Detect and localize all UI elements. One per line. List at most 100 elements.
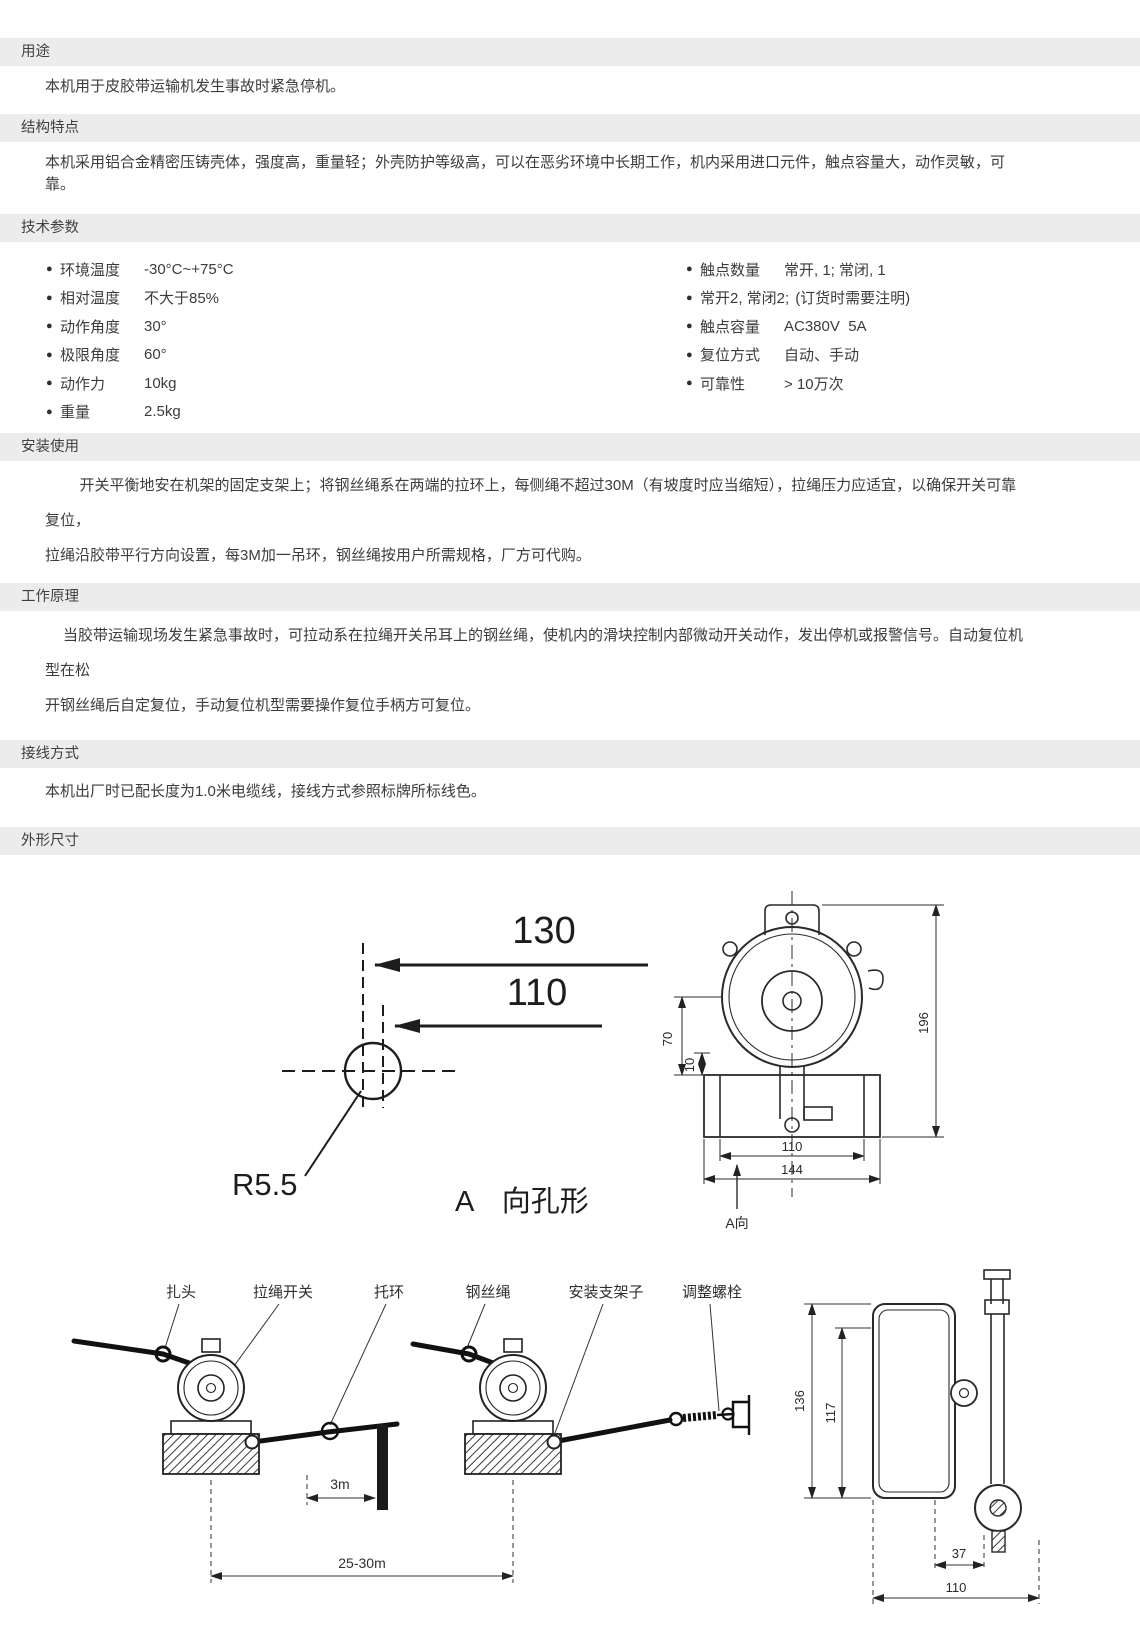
dim-110-front: 110 — [782, 1139, 803, 1154]
bullet-icon: ● — [46, 320, 53, 333]
principle-line-2: 开钢丝绳后自定复位，手动复位机型需要操作复位手柄方可复位。 — [45, 697, 481, 714]
bullet-icon: ● — [46, 377, 53, 390]
front-geometry — [703, 891, 884, 1197]
param-value: -30°C~+75°C — [144, 260, 234, 278]
label-support-ring: 托环 — [374, 1284, 404, 1301]
bullet-icon: ● — [686, 263, 693, 276]
param-value: > 10万次 — [784, 375, 844, 393]
dim-144: 144 — [781, 1162, 803, 1177]
side-view-drawing: 136 117 37 110 — [792, 1269, 1040, 1604]
section-header-install: 安装使用 — [0, 433, 1140, 461]
section-header-principle: 工作原理 — [0, 583, 1140, 611]
side-geometry — [872, 1269, 1022, 1553]
bullet-icon: ● — [46, 263, 53, 276]
param-label: 动作力 — [60, 375, 106, 393]
installation-diagram: 扎头 拉绳开关 托环 钢丝绳 安装支架子 调整螺栓 — [71, 1284, 751, 1583]
param-label: 触点容量 — [700, 318, 761, 336]
view-direction-label: A向 — [725, 1215, 748, 1231]
param-row: ● 复位方式 自动、手动 — [686, 341, 910, 370]
param-value: 自动、手动 — [784, 347, 860, 365]
purpose-text: 本机用于皮胶带运输机发生事故时紧急停机。 — [45, 78, 346, 95]
rope-fittings — [154, 1345, 751, 1441]
param-row: ● 触点数量 常开, 1; 常闭, 1 — [686, 255, 910, 284]
front-dim-labels: 70 10 196 110 144 A向 — [660, 1012, 931, 1231]
bullet-icon: ● — [686, 291, 693, 304]
param-row: ● 动作力 10kg — [46, 369, 686, 398]
install-text: 开关平衡地安在机架的固定支架上；将钢丝绳系在两端的拉环上，每侧绳不超过30M（有… — [45, 468, 1030, 573]
param-row: ● 环境温度 -30°C~+75°C — [46, 255, 686, 284]
hole-caption: A 向孔形 — [455, 1185, 589, 1218]
label-adjusting-bolt: 调整螺栓 — [682, 1284, 742, 1301]
param-value: (订货时需要注明) — [795, 290, 911, 308]
section-title-install: 安装使用 — [21, 439, 79, 455]
tech-params: ● 环境温度 -30°C~+75°C ● 相对温度 不大于85% ● 动作角度 … — [0, 255, 1140, 426]
hole-dim-labels: 130 110 — [507, 910, 576, 1014]
install-line-2: 拉绳沿胶带平行方向设置，每3M加一吊环，钢丝绳按用户所需规格，厂方可代购。 — [45, 547, 591, 564]
param-value: AC380V 5A — [784, 317, 867, 335]
install-line-1: 开关平衡地安在机架的固定支架上；将钢丝绳系在两端的拉环上，每侧绳不超过30M（有… — [45, 477, 1017, 529]
dim-70: 70 — [660, 1032, 675, 1046]
param-row: ● 动作角度 30° — [46, 312, 686, 341]
param-label: 复位方式 — [700, 347, 761, 365]
section-header-purpose: 用途 — [0, 38, 1140, 66]
hole-geometry — [282, 943, 648, 1177]
dim-r55: R5.5 — [232, 1167, 297, 1202]
support-post — [377, 1424, 388, 1510]
dim-37: 37 — [952, 1546, 966, 1561]
principle-line-1: 当胶带运输现场发生紧急事故时，可拉动系在拉绳开关吊耳上的钢丝绳，使机内的滑块控制… — [45, 627, 1024, 679]
part-labels: 扎头 拉绳开关 托环 钢丝绳 安装支架子 调整螺栓 — [166, 1284, 742, 1301]
bullet-icon: ● — [46, 291, 53, 304]
section-header-structure: 结构特点 — [0, 114, 1140, 142]
bullet-icon: ● — [46, 405, 53, 418]
dim-110-side: 110 — [946, 1580, 967, 1595]
param-row: ● 触点容量 AC380V 5A — [686, 312, 910, 341]
section-title-tech: 技术参数 — [21, 220, 79, 236]
section-title-structure: 结构特点 — [21, 120, 79, 136]
bullet-icon: ● — [686, 320, 693, 333]
dim-130: 130 — [512, 910, 575, 952]
section-header-wiring: 接线方式 — [0, 740, 1140, 768]
param-value: 60° — [144, 346, 167, 364]
param-row: ● 极限角度 60° — [46, 341, 686, 370]
tech-params-right: ● 触点数量 常开, 1; 常闭, 1 ● 常开2, 常闭2; (订货时需要注明… — [686, 255, 910, 426]
front-dimension-lines — [674, 904, 944, 1209]
section-title-wiring: 接线方式 — [21, 746, 79, 762]
section-title-principle: 工作原理 — [21, 589, 79, 605]
param-row: ● 可靠性 > 10万次 — [686, 369, 910, 398]
param-row: ● 常开2, 常闭2; (订货时需要注明) — [686, 284, 910, 313]
param-value: 不大于85% — [144, 290, 220, 308]
dimension-drawings: 130 110 R5.5 A 向孔形 — [0, 855, 1140, 1645]
param-label: 动作角度 — [60, 318, 121, 336]
bullet-icon: ● — [686, 348, 693, 361]
label-pull-rope-switch: 拉绳开关 — [253, 1284, 313, 1301]
param-value: 2.5kg — [144, 403, 181, 421]
dim-117: 117 — [823, 1403, 838, 1424]
param-label: 可靠性 — [700, 375, 746, 393]
param-value: 常开, 1; 常闭, 1 — [784, 261, 886, 279]
section-title-purpose: 用途 — [21, 44, 50, 60]
label-mounting-bracket: 安装支架子 — [568, 1284, 643, 1301]
param-label: 环境温度 — [60, 261, 121, 279]
bullet-icon: ● — [46, 348, 53, 361]
param-row: ● 相对温度 不大于85% — [46, 284, 686, 313]
principle-text: 当胶带运输现场发生紧急事故时，可拉动系在拉绳开关吊耳上的钢丝绳，使机内的滑块控制… — [45, 618, 1030, 723]
front-view-drawing: 70 10 196 110 144 A向 — [660, 891, 944, 1231]
dim-110-hole: 110 — [507, 972, 568, 1014]
section-title-outline: 外形尺寸 — [21, 833, 79, 849]
param-row: ● 重量 2.5kg — [46, 398, 686, 427]
param-label: 触点数量 — [700, 261, 761, 279]
param-label: 重量 — [60, 404, 91, 422]
param-label: 极限角度 — [60, 347, 121, 365]
dim-10: 10 — [682, 1058, 697, 1072]
structure-text: 本机采用铝合金精密压铸壳体，强度高，重量轻；外壳防护等级高，可以在恶劣环境中长期… — [45, 154, 1006, 193]
label-wire-rope: 钢丝绳 — [465, 1284, 510, 1301]
param-label: 相对温度 — [60, 290, 121, 308]
wire-ropes — [71, 1338, 673, 1445]
param-label: 常开2, 常闭2; — [700, 290, 790, 308]
dim-196: 196 — [916, 1012, 931, 1034]
leader-lines — [164, 1303, 720, 1434]
section-header-tech: 技术参数 — [0, 214, 1140, 242]
param-value: 30° — [144, 317, 167, 335]
hole-shape-drawing: 130 110 R5.5 A 向孔形 — [232, 910, 648, 1218]
wiring-text: 本机出厂时已配长度为1.0米电缆线，接线方式参照标牌所标线色。 — [45, 783, 486, 800]
